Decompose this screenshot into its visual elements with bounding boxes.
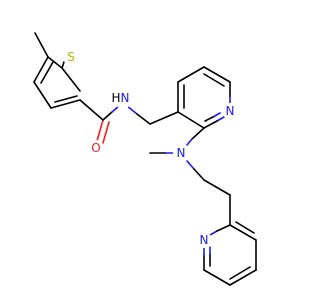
bond <box>40 61 54 84</box>
pyridyl-nitrogen-atom: N <box>196 232 212 248</box>
bond <box>229 224 257 241</box>
amine-nitrogen-label: N <box>177 146 186 160</box>
sulfur-atom: S <box>63 49 79 65</box>
bond <box>204 116 214 122</box>
amide-nitrogen-atom: H N <box>111 91 131 109</box>
bond <box>203 179 231 196</box>
pyridine-nitrogen-label: N <box>226 104 235 118</box>
bond <box>177 111 205 129</box>
amine-nitrogen-atom: N <box>173 145 189 161</box>
bond <box>96 119 104 142</box>
bond <box>47 56 63 69</box>
bond <box>149 111 179 125</box>
bond <box>126 105 138 115</box>
carbonyl-oxygen-label: O <box>91 141 100 155</box>
bond <box>216 116 225 122</box>
atom-labels: S H N O N N N <box>63 49 238 248</box>
bond <box>33 81 52 109</box>
pyridyl-nitrogen-label: N <box>200 233 209 247</box>
amide-nitrogen-label: N <box>121 91 130 105</box>
carbonyl-oxygen-atom: O <box>88 140 104 156</box>
bond <box>212 112 221 118</box>
bond <box>54 95 78 103</box>
bond <box>193 168 205 181</box>
bond <box>203 73 225 87</box>
bond <box>209 230 218 236</box>
bond <box>186 138 193 146</box>
bond <box>50 99 81 109</box>
bond <box>102 111 113 121</box>
bond <box>34 32 49 58</box>
bond <box>136 113 151 125</box>
bond <box>203 66 231 83</box>
bond <box>102 121 110 144</box>
bond <box>79 99 104 121</box>
molecule-structure: S H N O N N N <box>33 32 257 286</box>
bond <box>229 269 257 286</box>
sulfur-label: S <box>67 50 75 64</box>
bond <box>191 127 205 140</box>
bond <box>235 221 255 234</box>
bond <box>61 67 81 92</box>
bond <box>186 160 195 170</box>
bond <box>203 269 231 286</box>
bond <box>203 120 218 129</box>
pyridine-nitrogen-atom: N <box>222 103 238 119</box>
bonds <box>33 32 257 286</box>
bond <box>177 66 205 83</box>
bond <box>216 224 231 232</box>
bond <box>61 61 65 69</box>
bond <box>33 56 49 83</box>
amide-hydrogen-label: H <box>111 91 120 105</box>
bond <box>229 266 251 280</box>
